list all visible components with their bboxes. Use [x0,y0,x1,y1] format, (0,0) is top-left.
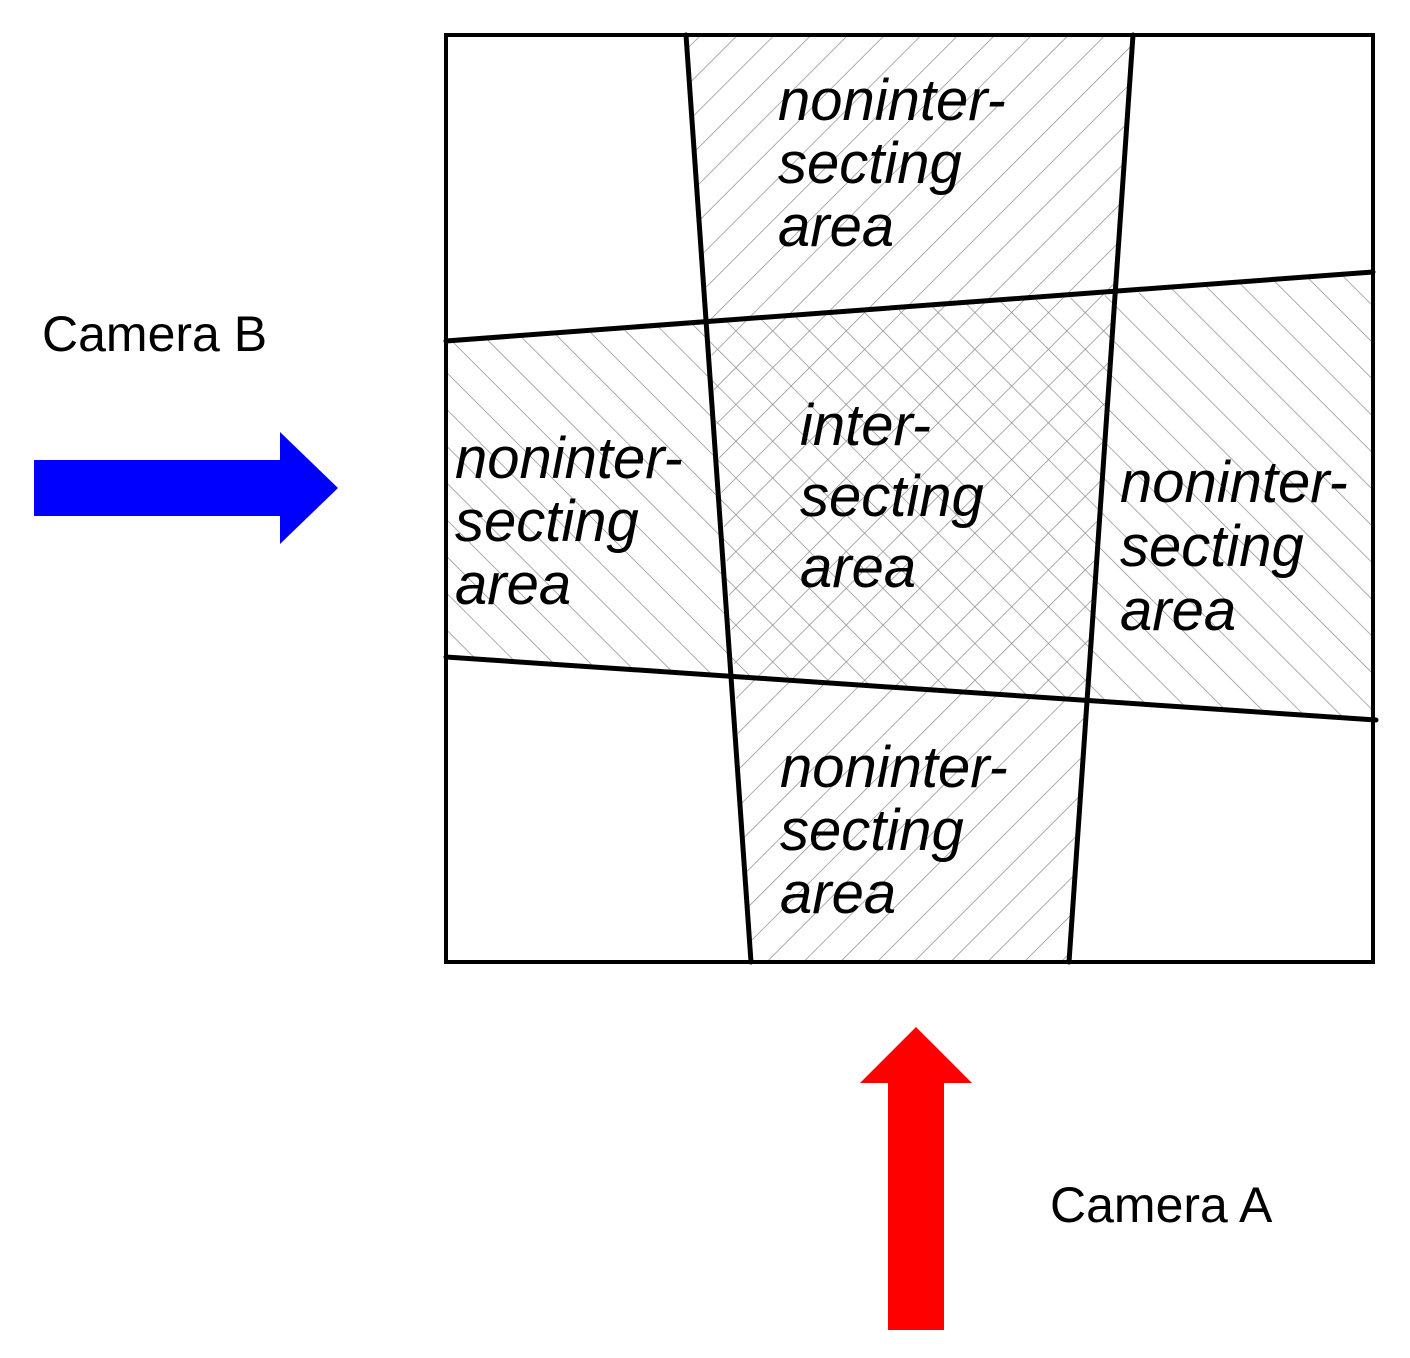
bottom-region-line-2: secting [780,798,964,863]
camera-a-label: Camera A [1050,1177,1273,1233]
camera-b-arrow-icon [34,432,338,544]
top-region-line-1: noninter- [778,68,1006,133]
camera-a-left-boundary [683,32,754,965]
camera-b-label: Camera B [42,306,267,362]
center-region-line-1: inter- [800,393,931,458]
camera-a-arrow-icon [860,1027,972,1330]
bottom-region-label: noninter- secting area [780,735,1024,926]
camera-b-bottom-boundary [443,654,1379,723]
left-region-line-1: noninter- [455,426,683,491]
top-region-label: noninter- secting area [778,68,1022,259]
bottom-region-hatch [735,677,1085,962]
camera-a-right-boundary [1066,32,1136,965]
top-region-hatch [686,35,1133,320]
center-region-label: inter- secting area [800,393,1000,600]
left-region-label: noninter- secting area [455,426,699,617]
center-region-line-3: area [800,535,916,600]
bottom-region-line-3: area [780,861,896,926]
left-region-hatch [446,320,735,677]
left-region-line-3: area [455,552,571,617]
right-region-line-1: noninter- [1120,450,1348,515]
right-region-line-2: secting [1120,514,1304,579]
camera-b-top-boundary [443,269,1376,344]
top-region-line-3: area [778,194,894,259]
outer-frame [444,33,1375,964]
center-region-line-2: secting [800,464,984,529]
right-region-label: noninter- secting area [1120,450,1364,643]
right-region-hatch [1085,272,1373,720]
right-region-line-3: area [1120,578,1236,643]
left-region-line-2: secting [455,489,639,554]
center-region-hatch-b [709,295,1113,700]
top-region-line-2: secting [778,131,962,196]
bottom-region-line-1: noninter- [780,735,1008,800]
